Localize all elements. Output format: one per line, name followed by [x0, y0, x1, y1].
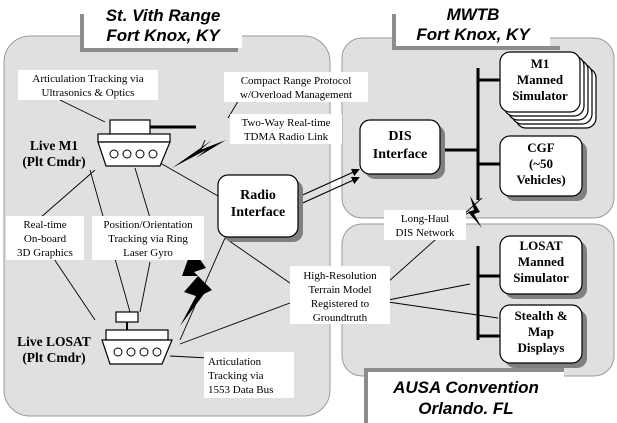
svg-text:Groundtruth: Groundtruth	[313, 312, 368, 324]
st-vith-title-tab: St. Vith Range Fort Knox, KY	[80, 2, 242, 52]
cgf-line2: (~50	[529, 156, 553, 171]
dis-interface-line1: DIS	[388, 129, 412, 144]
svg-text:Tracking via: Tracking via	[208, 370, 264, 382]
ausa-title-tab: AUSA Convention Orlando. FL	[364, 368, 564, 423]
caption-articulation-1553: Articulation Tracking via 1553 Data Bus	[204, 352, 294, 398]
losat-vehicle-icon	[101, 311, 173, 365]
caption-articulation-ultrasonics: Articulation Tracking via Ultrasonics & …	[18, 70, 158, 100]
svg-text:Compact Range Protocol: Compact Range Protocol	[241, 75, 352, 87]
ausa-title-line1: AUSA Convention	[392, 378, 539, 397]
losat-simulator-line1: LOSAT	[519, 238, 562, 253]
cgf-line1: CGF	[527, 140, 555, 155]
dis-interface-box: DIS Interface	[359, 119, 445, 179]
svg-text:3D Graphics: 3D Graphics	[17, 247, 73, 259]
caption-terrain-model: High-Resolution Terrain Model Registered…	[290, 266, 390, 324]
svg-text:Position/Orientation: Position/Orientation	[103, 219, 193, 231]
svg-text:Registered to: Registered to	[311, 298, 370, 310]
live-m1-label-line2: (Plt Cmdr)	[22, 154, 85, 169]
st-vith-title-line1: St. Vith Range	[106, 6, 221, 25]
svg-text:TDMA Radio Link: TDMA Radio Link	[244, 131, 329, 143]
mwtb-title-tab: MWTB Fort Knox, KY	[392, 2, 560, 50]
radio-dis-arrow-2	[294, 176, 360, 208]
svg-text:Terrain Model: Terrain Model	[308, 284, 371, 296]
live-losat-label-line2: (Plt Cmdr)	[22, 350, 85, 365]
stealth-line2: Map	[528, 324, 554, 339]
st-vith-title-line2: Fort Knox, KY	[106, 26, 221, 45]
radio-interface-line2: Interface	[231, 205, 285, 220]
svg-text:Two-Way Real-time: Two-Way Real-time	[241, 117, 330, 129]
svg-text:Articulation: Articulation	[208, 356, 262, 368]
cgf-box: CGF (~50 Vehicles)	[499, 135, 587, 201]
svg-text:Ultrasonics & Optics: Ultrasonics & Optics	[42, 87, 135, 99]
svg-text:On-board: On-board	[24, 233, 67, 245]
m1-tank-icon	[97, 119, 196, 167]
radio-interface-line1: Radio	[240, 188, 276, 203]
m1-simulator-line2: Manned	[517, 72, 564, 87]
stealth-line3: Displays	[518, 340, 565, 355]
mwtb-title-line2: Fort Knox, KY	[416, 25, 531, 44]
svg-text:High-Resolution: High-Resolution	[303, 270, 377, 282]
svg-text:Laser Gyro: Laser Gyro	[123, 247, 173, 259]
stealth-map-displays-box: Stealth & Map Displays	[499, 304, 587, 368]
svg-text:Articulation Tracking via: Articulation Tracking via	[32, 73, 143, 85]
caption-realtime-graphics: Real-time On-board 3D Graphics	[6, 216, 84, 260]
svg-text:Tracking via Ring: Tracking via Ring	[108, 233, 188, 245]
network-link-bolt	[468, 196, 482, 228]
m1-simulator-stack: M1 Manned Simulator	[499, 51, 597, 129]
svg-text:Real-time: Real-time	[23, 219, 66, 231]
m1-simulator-line1: M1	[531, 56, 550, 71]
live-losat-label-line1: Live LOSAT	[17, 334, 91, 349]
radio-link-bolt-lower	[180, 248, 212, 326]
svg-text:1553 Data Bus: 1553 Data Bus	[208, 384, 273, 396]
m1-simulator-line3: Simulator	[512, 88, 568, 103]
svg-text:w/Overload Management: w/Overload Management	[240, 89, 352, 101]
svg-text:DIS Network: DIS Network	[396, 227, 455, 239]
caption-position-orientation: Position/Orientation Tracking via Ring L…	[92, 216, 204, 260]
dis-interface-line2: Interface	[373, 147, 427, 162]
radio-interface-box: Radio Interface	[217, 174, 303, 242]
ausa-title-line2: Orlando. FL	[418, 399, 513, 418]
caption-long-haul-network: Long-Haul DIS Network	[384, 210, 466, 240]
caption-two-way-radio: Two-Way Real-time TDMA Radio Link	[230, 114, 342, 144]
losat-simulator-line2: Manned	[518, 254, 565, 269]
mwtb-title-line1: MWTB	[447, 5, 500, 24]
cgf-line3: Vehicles)	[516, 172, 565, 187]
live-m1-label-line1: Live M1	[30, 138, 79, 153]
radio-link-bolt-upper	[172, 140, 226, 168]
svg-text:Long-Haul: Long-Haul	[401, 213, 449, 225]
losat-simulator-box: LOSAT Manned Simulator	[499, 235, 587, 299]
losat-simulator-line3: Simulator	[513, 270, 569, 285]
caption-compact-protocol: Compact Range Protocol w/Overload Manage…	[224, 72, 368, 102]
stealth-line1: Stealth &	[514, 308, 567, 323]
